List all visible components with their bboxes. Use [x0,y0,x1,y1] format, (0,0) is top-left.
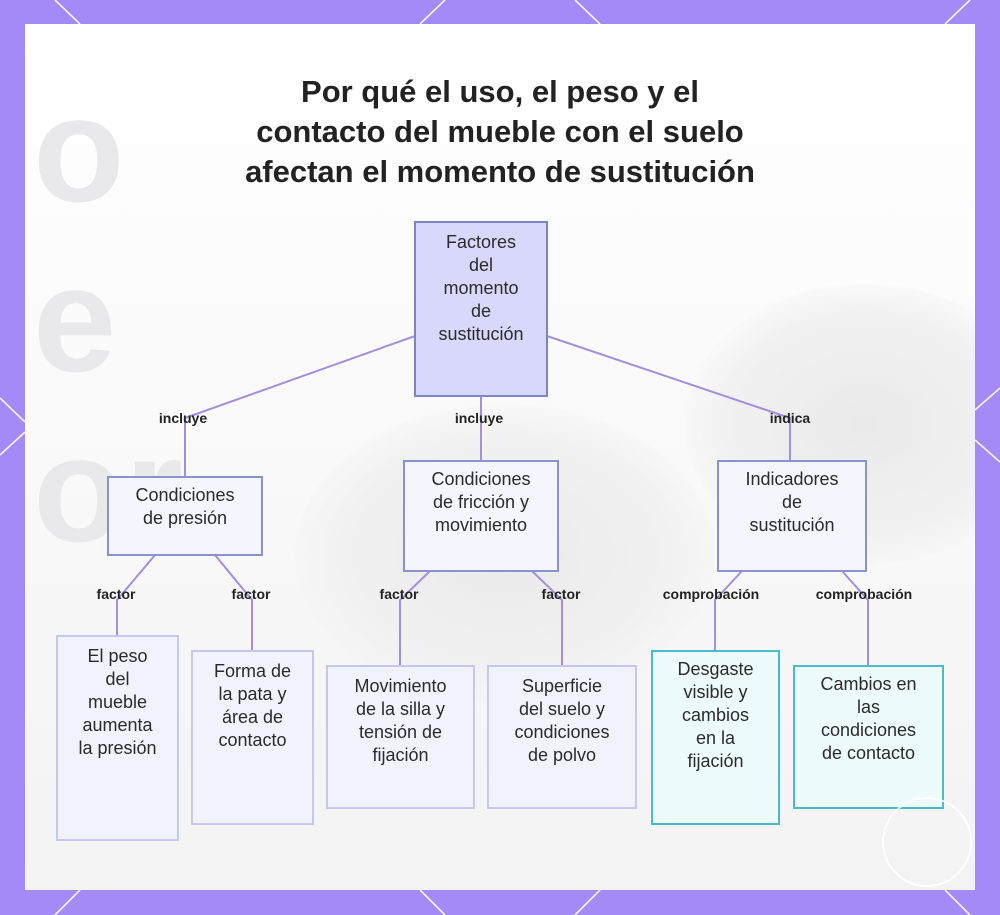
edge-friccion-movimiento [399,570,431,665]
node-text: del suelo y [518,699,606,719]
node-text: área de [221,707,284,727]
node-forma-pata: Forma de la pata y área de contacto [191,650,314,825]
title-line-1: Por qué el uso, el peso y el [301,74,699,109]
edge-label-indicadores-cambios: comprobación [815,586,913,602]
edge-presion-forma [214,554,253,650]
edge-label-friccion-superficie: factor [541,586,581,602]
node-text: Cambios en [820,674,917,694]
node-text: la pata y [218,684,287,704]
node-text: Movimiento [354,676,447,696]
edge-root-indicadores [546,335,791,460]
edge-label-root-indicadores: indica [769,410,811,426]
node-cambios-contacto: Cambios en las condiciones de contacto [793,665,944,809]
node-text: Forma de [213,661,292,681]
node-peso-mueble: El peso del mueble aumenta la presión [56,635,179,841]
node-text: de polvo [527,745,597,765]
node-text: Superficie [521,676,603,696]
node-desgaste-visible: Desgaste visible y cambios en la fijació… [651,650,780,825]
edge-label-root-presion: incluye [158,410,208,426]
edge-label-friccion-movimiento: factor [379,586,419,602]
edge-indicadores-cambios [841,570,869,665]
title-line-2: contacto del mueble con el suelo [256,114,744,149]
node-text: El peso [87,646,148,666]
edge-presion-peso [116,554,156,635]
node-text: Factores [445,232,516,252]
edge-indicadores-desgaste [714,570,743,650]
diagram-title: Por qué el uso, el peso y el contacto de… [180,72,820,192]
node-text: Indicadores [745,469,839,489]
seal-watermark [882,797,972,887]
node-text: aumenta [82,715,153,735]
node-text: Condiciones [135,485,235,505]
node-text: movimiento [434,515,528,535]
node-condiciones-presion: Condiciones de presión [107,476,263,556]
node-text: condiciones [514,722,610,742]
node-condiciones-friccion: Condiciones de fricción y movimiento [403,460,559,572]
node-movimiento-silla: Movimiento de la silla y tensión de fija… [326,665,475,809]
node-text: de [470,301,491,321]
node-text: de fricción y [432,492,530,512]
node-text: las [856,697,880,717]
node-text: contacto [218,730,287,750]
edge-friccion-superficie [531,570,563,665]
node-text: Desgaste [677,659,754,679]
edge-root-presion [184,335,416,476]
node-text: fijación [372,745,429,765]
node-text: cambios [681,705,749,725]
edge-label-presion-peso: factor [96,586,136,602]
node-text: del [105,669,130,689]
node-text: momento [443,278,519,298]
node-text: condiciones [820,720,917,740]
node-text: en la [695,728,736,748]
node-text: mueble [87,692,148,712]
node-text: sustitución [749,515,835,535]
title-line-3: afectan el momento de sustitución [245,154,755,189]
node-text: la presión [78,738,157,758]
node-text: de la silla y [355,699,446,719]
node-text: sustitución [438,324,524,344]
node-text: del [468,255,493,275]
node-text: tensión de [358,722,443,742]
node-text: de contacto [821,743,916,763]
node-text: de [781,492,803,512]
node-factores-momento-sustitucion: Factores del momento de sustitución [414,221,548,397]
edge-label-indicadores-desgaste: comprobación [662,586,760,602]
node-text: Condiciones [431,469,531,489]
edge-label-root-friccion: incluye [454,410,504,426]
edge-label-presion-forma: factor [231,586,271,602]
node-text: visible y [683,682,748,702]
node-text: de presión [142,508,228,528]
node-indicadores-sustitucion: Indicadores de sustitución [717,460,867,572]
node-text: fijación [687,751,744,771]
node-superficie-suelo: Superficie del suelo y condiciones de po… [487,665,637,809]
